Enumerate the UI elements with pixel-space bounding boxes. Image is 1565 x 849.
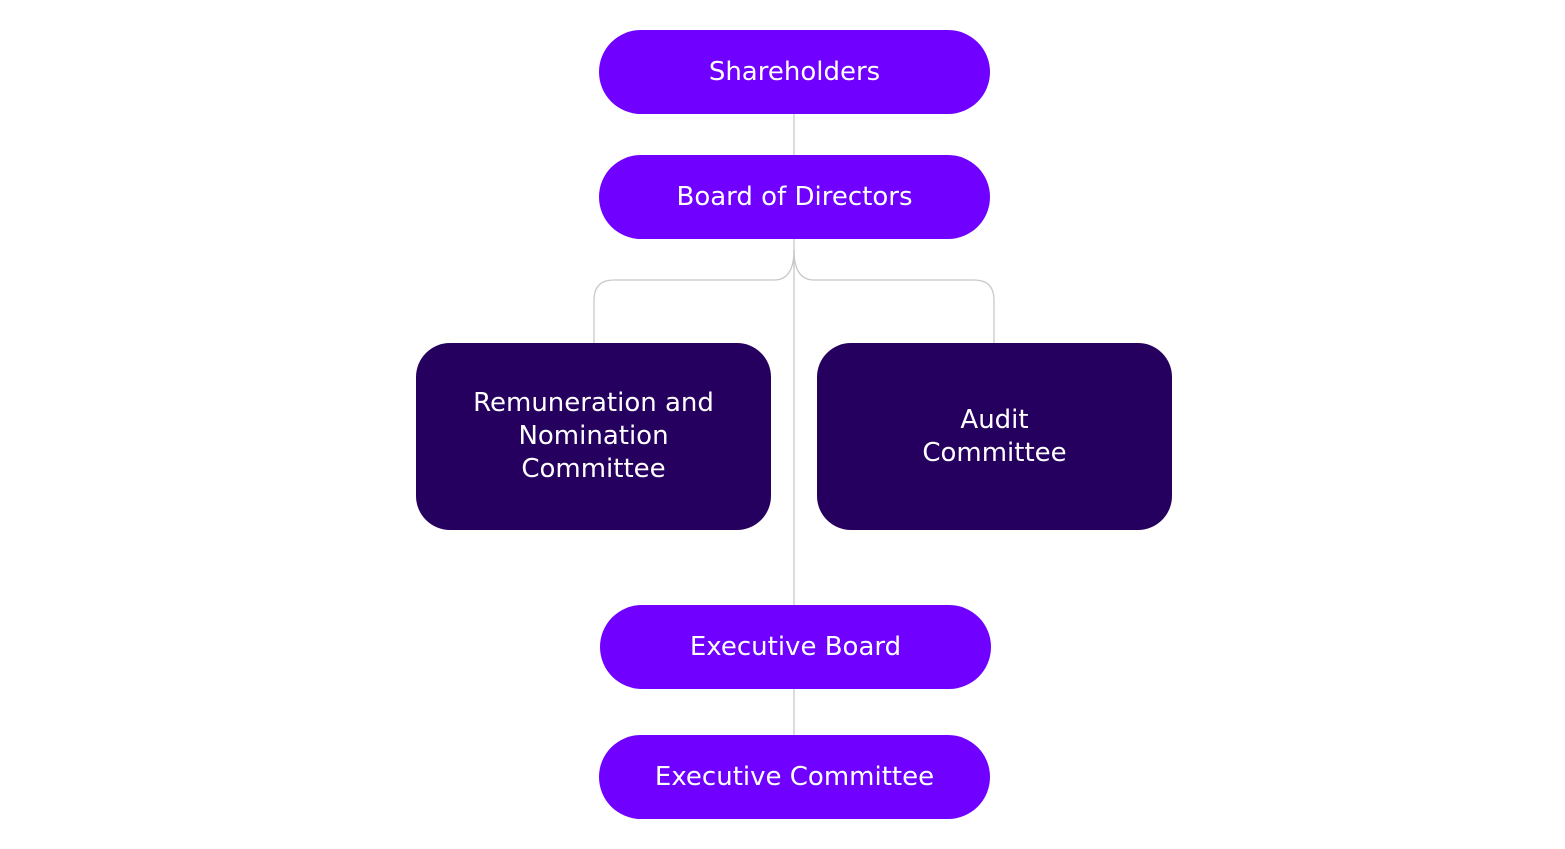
node-label: Remuneration and Nomination Committee [473, 388, 714, 484]
node-board-of-directors: Board of Directors [599, 155, 990, 239]
node-executive-committee: Executive Committee [599, 735, 990, 819]
node-audit-committee: Audit Committee [817, 343, 1172, 530]
node-remuneration-committee: Remuneration and Nomination Committee [416, 343, 771, 530]
node-label: Shareholders [708, 57, 881, 87]
node-label: Executive Committee [654, 762, 935, 792]
node-label: Audit Committee [922, 404, 1067, 468]
node-label: Executive Board [689, 632, 902, 662]
connector-board-remuneration [593, 249, 795, 344]
connector-board-audit [793, 249, 995, 344]
node-label: Board of Directors [676, 182, 913, 212]
node-shareholders: Shareholders [599, 30, 990, 114]
node-executive-board: Executive Board [600, 605, 991, 689]
